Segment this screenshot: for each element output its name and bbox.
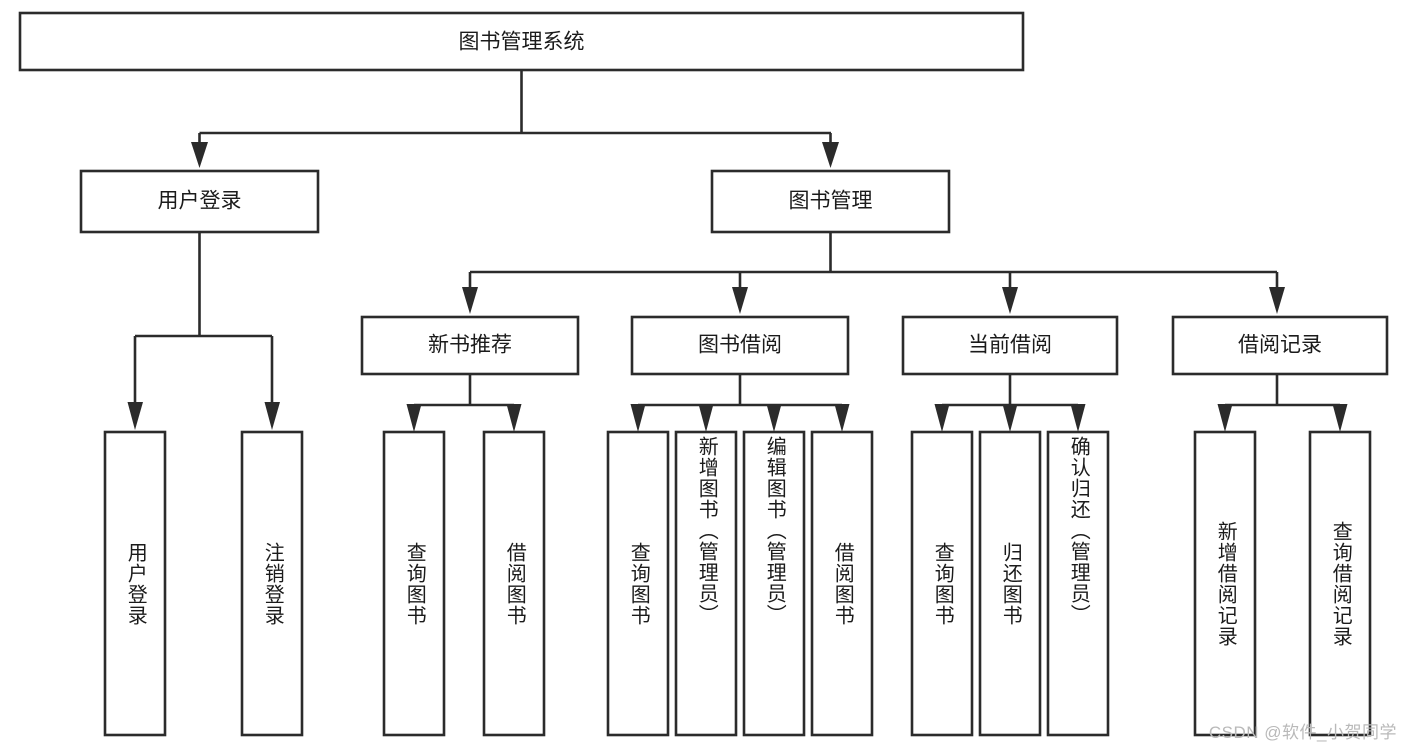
node-borrow-record-box[interactable] [1171,315,1389,376]
node-user-login-label: 用户登录 [158,190,242,213]
leaf-box-new-book-1[interactable] [382,430,446,737]
arrow-book-borrow-leaf-2 [698,404,714,432]
connector-group-root [191,70,839,168]
node-book-borrow-label: 图书借阅 [698,334,782,357]
node-current-borrow[interactable]: 当前借阅 [901,315,1119,376]
connector-group-borrow-record [1217,374,1348,432]
arrow-book-manage-to-new-book [462,287,478,314]
leaf-box-current-borrow-1[interactable] [910,430,974,737]
leaf-box-current-borrow-3[interactable] [1046,430,1110,737]
arrow-borrow-record-leaf-1 [1217,404,1233,432]
node-new-book-box[interactable] [360,315,580,376]
node-borrow-record-label: 借阅记录 [1238,334,1322,357]
node-borrow-record[interactable]: 借阅记录 [1171,315,1389,376]
connector-group-current-borrow [934,374,1086,432]
arrow-new-book-leaf-2 [506,404,522,432]
connector-group-user-login [127,232,280,430]
node-root[interactable]: 图书管理系统 [18,11,1025,72]
node-new-book[interactable]: 新书推荐 [360,315,580,376]
arrow-root-to-user-login [191,142,208,168]
leaf-box-book-borrow-4[interactable] [810,430,874,737]
connector-group-book-borrow [630,374,850,432]
arrow-borrow-record-leaf-2 [1332,404,1348,432]
arrow-book-manage-to-current-borrow [1002,287,1018,314]
arrow-root-to-book-manage [822,142,839,168]
arrow-user-login-leaf-1 [127,402,143,430]
node-book-borrow-box[interactable] [630,315,850,376]
leaf-box-book-borrow-3[interactable] [742,430,806,737]
node-root-label: 图书管理系统 [459,31,585,54]
arrow-new-book-leaf-1 [406,404,422,432]
arrow-book-manage-to-borrow-record [1269,287,1285,314]
leaf-box-user-login-1[interactable] [103,430,167,737]
node-book-manage[interactable]: 图书管理 [710,169,951,234]
leaf-box-user-login-2[interactable] [240,430,304,737]
node-current-borrow-label: 当前借阅 [968,334,1052,357]
leaf-box-borrow-record-2[interactable] [1308,430,1372,737]
leaf-box-book-borrow-1[interactable] [606,430,670,737]
node-book-manage-label: 图书管理 [789,190,873,213]
leaf-box-borrow-record-1[interactable] [1193,430,1257,737]
node-book-borrow[interactable]: 图书借阅 [630,315,850,376]
node-current-borrow-box[interactable] [901,315,1119,376]
node-user-login-box[interactable] [79,169,320,234]
arrow-user-login-leaf-2 [264,402,280,430]
arrow-book-borrow-leaf-4 [834,404,850,432]
arrow-book-borrow-leaf-1 [630,404,646,432]
arrow-current-borrow-leaf-2 [1002,404,1018,432]
arrow-book-borrow-leaf-3 [766,404,782,432]
leaf-box-new-book-2[interactable] [482,430,546,737]
leaf-box-current-borrow-2[interactable] [978,430,1042,737]
node-book-manage-box[interactable] [710,169,951,234]
node-new-book-label: 新书推荐 [428,334,512,357]
arrow-book-manage-to-book-borrow [732,287,748,314]
connector-group-book-manage [462,232,1285,314]
arrow-current-borrow-leaf-3 [1070,404,1086,432]
node-user-login[interactable]: 用户登录 [79,169,320,234]
arrow-current-borrow-leaf-1 [934,404,950,432]
connector-group-new-book [406,374,522,432]
leaf-box-book-borrow-2[interactable] [674,430,738,737]
node-root-box[interactable] [18,11,1025,72]
